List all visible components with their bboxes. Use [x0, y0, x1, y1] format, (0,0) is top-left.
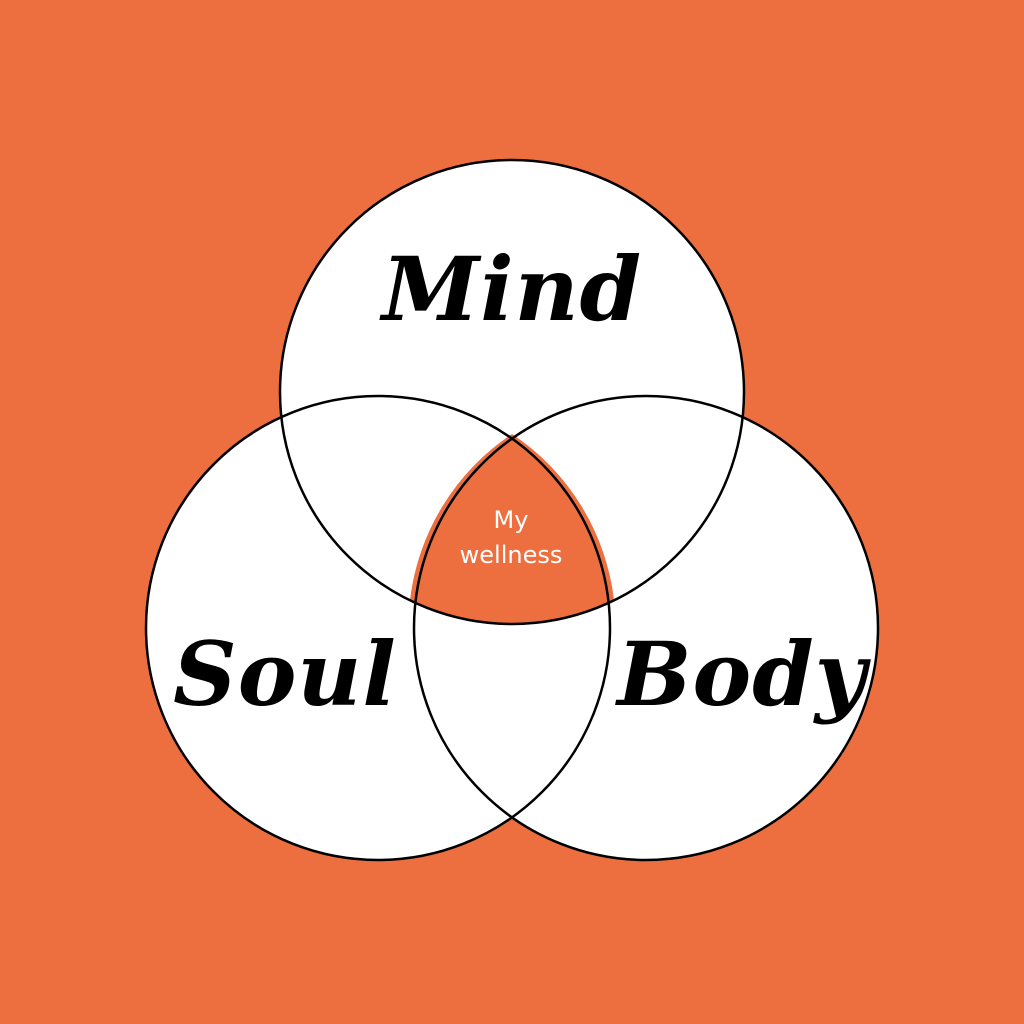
label-soul: Soul	[173, 622, 397, 726]
center-label-line1: My	[494, 506, 529, 534]
center-intersection	[410, 434, 614, 624]
circle-body-outline	[412, 394, 880, 862]
label-body: Body	[614, 622, 872, 726]
circle-mind-outline	[278, 158, 746, 626]
center-label-line2: wellness	[460, 541, 563, 569]
label-mind: Mind	[379, 237, 642, 341]
circle-soul-outline	[144, 394, 612, 862]
